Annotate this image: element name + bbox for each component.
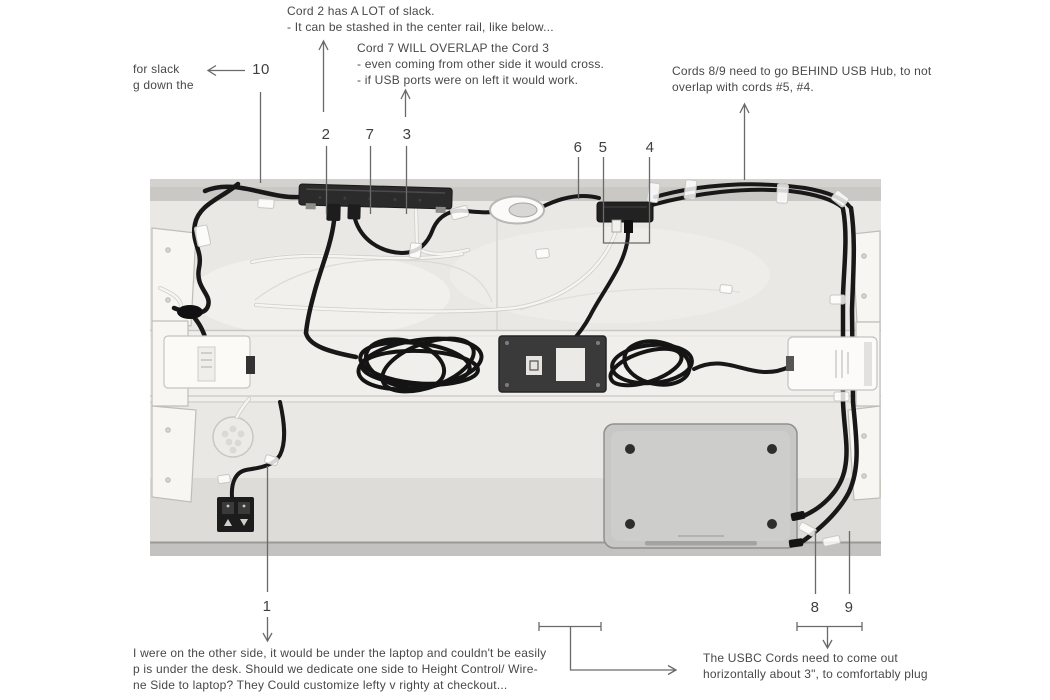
laptop [603, 423, 798, 549]
note-cord7: Cord 7 WILL OVERLAP the Cord 3 - even co… [357, 40, 604, 89]
note-cords89: Cords 8/9 need to go BEHIND USB Hub, to … [672, 63, 931, 95]
callout-7: 7 [365, 126, 375, 143]
callout-6: 6 [573, 139, 583, 156]
cable-9 [796, 205, 859, 547]
note-line: overlap with cords #5, #4. [672, 80, 814, 95]
note-line: The USBC Cords need to come out [703, 651, 898, 665]
arrow-cord2-up [318, 39, 329, 112]
arrow-cord7-up [400, 88, 411, 117]
grommet-handle [489, 195, 545, 225]
hub-plug-white [611, 219, 622, 233]
cable-3 [353, 208, 494, 256]
charging-puck [212, 416, 254, 458]
laptop-foot [767, 444, 777, 454]
laptop-foot [767, 519, 777, 529]
callout-9: 9 [844, 599, 854, 616]
note-line: Cord 2 has A LOT of slack. [287, 4, 435, 18]
note-line: horizontally about 3", to comfortably pl… [703, 667, 928, 682]
laptop-foot [625, 519, 635, 529]
callout-1: 1 [262, 598, 272, 615]
callout-8: 8 [810, 599, 820, 616]
height-control-box [163, 335, 255, 389]
height-keypad [217, 497, 254, 532]
power-supply [786, 336, 878, 391]
callout-2: 2 [321, 126, 331, 143]
note-bottom: I were on the other side, it would be un… [133, 645, 546, 694]
note-line: I were on the other side, it would be un… [133, 646, 547, 660]
note-line: g down the [133, 78, 194, 93]
note-line: for slack [133, 62, 180, 76]
note-line: - even coming from other side it would c… [357, 57, 605, 72]
hub-plug-black [624, 220, 633, 233]
power-strip [298, 183, 453, 221]
laptop-foot [625, 444, 635, 454]
note-line: ne Side to laptop? They Could customize … [133, 678, 508, 693]
laptop-plugs [788, 511, 806, 548]
cable-8 [798, 206, 849, 520]
cable-coil-left [356, 336, 484, 394]
control-unit-box [498, 335, 607, 393]
cable-keypad [229, 400, 287, 499]
callout-4: 4 [645, 139, 655, 156]
cable-to-strip [202, 184, 303, 200]
keypad-down-icon [240, 519, 248, 526]
bracket-89 [796, 622, 863, 650]
desk-underside-photo [150, 179, 881, 556]
strip-plug [347, 204, 361, 220]
arrow-10-left [206, 64, 245, 77]
note-slack-fragment: for slack g down the [133, 61, 194, 93]
desk-leg-left [151, 227, 197, 503]
note-line: p is under the desk. Should we dedicate … [133, 662, 538, 677]
strip-plug [326, 203, 341, 221]
note-line: Cord 7 WILL OVERLAP the Cord 3 [357, 41, 550, 55]
photo-background [150, 179, 881, 556]
note-line: - It can be stashed in the center rail, … [287, 20, 554, 35]
callout-3: 3 [402, 126, 412, 143]
callout-5: 5 [598, 139, 608, 156]
note-line: - if USB ports were on left it would wor… [357, 73, 579, 88]
note-cord2: Cord 2 has A LOT of slack. - It can be s… [287, 3, 554, 35]
callout-10: 10 [252, 61, 270, 78]
cable-coil-right [608, 339, 694, 388]
arrow-cords89-up [739, 102, 750, 180]
keypad-up-icon [224, 519, 232, 526]
arrow-1-down [262, 617, 273, 643]
note-line: Cords 8/9 need to go BEHIND USB Hub, to … [672, 64, 932, 78]
cable-hub-down [572, 231, 630, 341]
note-usbc: The USBC Cords need to come out horizont… [703, 650, 928, 682]
cable-2 [303, 218, 337, 336]
bracket-left [538, 622, 678, 676]
